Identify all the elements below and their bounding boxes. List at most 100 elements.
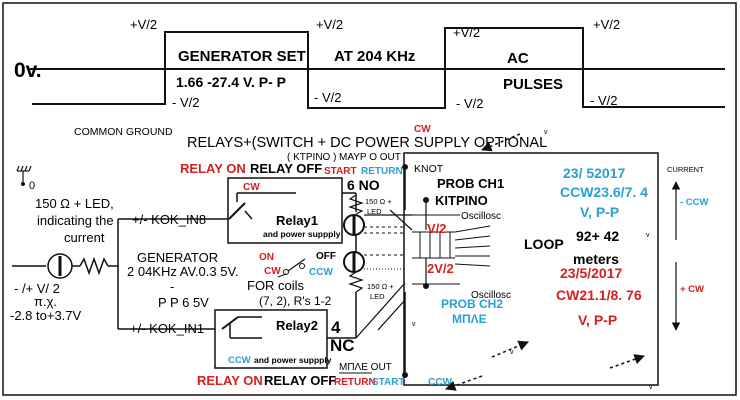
relay1-switch-arm <box>228 202 246 220</box>
v2-label: V/2 <box>427 221 447 236</box>
probe-ch1-label: PROB CH1 <box>437 176 504 191</box>
generator-set-label: GENERATOR SET <box>178 48 306 65</box>
dash-arrow-bottom-right <box>609 354 645 369</box>
source-pichi-label: π.χ. <box>34 294 57 309</box>
probe-wire-3 <box>377 299 406 331</box>
pulses-label: PULSES <box>503 76 563 93</box>
led-bottom-resistor <box>348 271 364 293</box>
probe-ch1-dot <box>423 197 429 203</box>
plus-cw-label: + CW <box>680 284 704 295</box>
out-terminal-bottom <box>402 372 408 378</box>
vhalf-minus-4: - V/2 <box>590 93 617 108</box>
led-bottom-label: 150 Ω + <box>367 282 394 291</box>
vhalf-minus-3: - V/2 <box>456 96 483 111</box>
relay2-ccw-label: CCW <box>228 355 251 366</box>
date1-label: 23/ 52017 <box>563 165 625 181</box>
left-source: 0 150 Ω + LED, indicating the current +/… <box>10 165 239 336</box>
oscil1-label: Oscillosc <box>461 211 501 222</box>
minus-ccw-label: - CCW <box>680 197 709 208</box>
led-top-label: 150 Ω + <box>365 197 392 206</box>
middle-circuit: 150 Ω + LED 150 Ω + LED <box>327 164 619 378</box>
ground-dot <box>21 182 25 186</box>
vhalf-plus-2: +V/2 <box>316 17 343 32</box>
relay-off-bottom: RELAY OFF <box>264 373 336 388</box>
relay-on-top: RELAY ON <box>180 161 246 176</box>
mple-label: ΜΠΛΕ <box>452 312 487 326</box>
v-mark-5: v <box>649 384 653 391</box>
probe-ch2-label: PROB CH2 <box>441 297 503 311</box>
kok-in8-label: +/- KOK_IN8 <box>132 212 206 227</box>
vhalf-plus-4: +V/2 <box>593 17 620 32</box>
dash-arrow-top <box>481 133 521 152</box>
loop-label: LOOP <box>524 236 564 252</box>
ac-label: AC <box>507 50 529 67</box>
current-direction-arrows <box>445 133 645 391</box>
switch-ccw-label: CCW <box>309 267 333 278</box>
source-resistor <box>79 256 109 276</box>
source-range-label: -2.8 to+3.7V <box>10 308 82 323</box>
direction-switch: ON OFF CW CCW FOR coils (7, 2), R's 1-2 <box>247 251 336 308</box>
led-desc-1: 150 Ω + LED, <box>35 196 114 211</box>
current-label: CURRENT <box>667 165 704 174</box>
kitpino-label: KITPINO <box>435 193 488 208</box>
zero-volt-label: 0v. <box>14 59 42 82</box>
loop-meters-label: meters <box>573 251 619 267</box>
measurement2a: CW21.1/8. 76 <box>556 287 642 303</box>
return-bottom: RETURN <box>334 377 376 388</box>
generator-dash: - <box>170 279 174 294</box>
relay-off-top: RELAY OFF <box>250 161 322 176</box>
measurement2b: V, P-P <box>578 312 617 328</box>
oscil2-label: Oscillosc <box>471 290 511 301</box>
switch-terminal-1 <box>283 269 289 275</box>
v-mark-1: v <box>544 129 548 136</box>
two-v2-label: 2V/2 <box>427 261 454 276</box>
relay1-cw-label: CW <box>243 182 260 193</box>
relay1-box <box>227 177 343 244</box>
generator-freq-label: 2 04KHz AV.0.3 5V. <box>127 264 239 279</box>
relay1-title: Relay1 <box>276 213 318 228</box>
relays-title: RELAYS+(SWITCH + DC POWER SUPPLY OPTIONA… <box>187 135 547 151</box>
measurement1a: CCW23.6/7. 4 <box>560 184 648 200</box>
switch-wire-left <box>277 273 287 278</box>
measurement1b: V, P-P <box>580 204 619 220</box>
coils-spec-label: (7, 2), R's 1-2 <box>259 294 332 308</box>
generator-label: GENERATOR <box>137 250 218 265</box>
ccw-bottom: CCW <box>428 377 452 388</box>
relay2-box <box>214 309 328 369</box>
relay2-nc-label: NC <box>330 336 355 355</box>
probe-wire-2 <box>355 282 406 339</box>
source-vhalf-label: - /+ V/ 2 <box>14 281 60 296</box>
loop-length-label: 92+ 42 <box>576 228 619 244</box>
generator-pp-label: P P 6 5V <box>158 295 209 310</box>
relay1-switch-tail <box>244 210 253 220</box>
relay1: CW Relay1 and power suppply 6 NO <box>227 177 380 244</box>
mayro-out-label: MAYP O OUT <box>339 152 401 163</box>
dash-arrow-mid-left <box>491 340 529 358</box>
v-mark-4: v <box>510 349 514 356</box>
vhalf-plus-3: +V/2 <box>453 25 480 40</box>
common-ground-label: COMMON GROUND <box>74 126 173 138</box>
probe-wire-1 <box>389 209 413 231</box>
date2-label: 23/5/2017 <box>560 265 622 281</box>
relay2: Relay2 CCW and power suppply 4 NC <box>214 309 355 369</box>
v-mark-3: v <box>412 321 416 328</box>
square-wave <box>32 27 725 109</box>
ground-zero-label: 0 <box>29 180 35 192</box>
led-bottom-label2: LED <box>370 292 385 301</box>
coils-label: FOR coils <box>247 278 305 293</box>
dash-arrow-bottom-left <box>445 375 483 391</box>
loop-coil-icon <box>412 225 491 267</box>
start-top: START <box>324 166 357 177</box>
switch-terminal-2 <box>299 263 305 269</box>
led-top-resistor <box>348 194 364 215</box>
knot-label: KNOT <box>414 163 444 175</box>
relay2-title: Relay2 <box>276 318 318 333</box>
relay2-nc-number: 4 <box>331 318 341 337</box>
led-desc-3: current <box>64 230 105 245</box>
v-mark-2: v <box>646 232 650 239</box>
switch-cw-label: CW <box>264 266 281 277</box>
led-top-label2: LED <box>367 207 382 216</box>
ground-symbol <box>16 165 32 182</box>
return-top: RETURN <box>361 166 403 177</box>
